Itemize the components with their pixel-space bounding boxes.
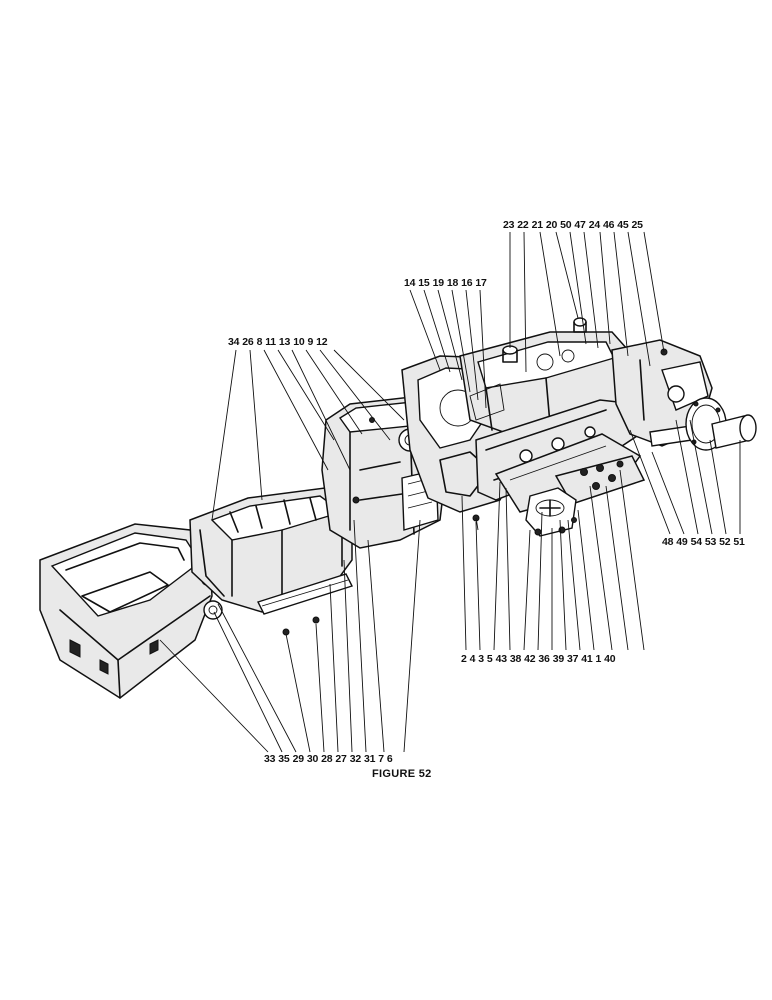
callout-label: 3 [478,653,484,665]
callout-label: 21 [531,219,543,231]
callout-label: 53 [704,536,717,548]
callout-label: 19 [432,277,444,289]
callout-label: 43 [495,653,507,665]
callout-label: 5 [486,653,493,665]
callout-label: 25 [631,219,643,231]
callout-label: 31 [363,753,376,765]
callout-label: 36 [538,653,550,665]
callout-label: 46 [602,219,615,231]
callout-label: 26 [242,336,254,348]
callout-label: 37 [566,653,579,665]
callout-label: 32 [349,753,361,765]
callout-label: 40 [604,653,616,665]
callout-label: 11 [265,336,276,348]
callout-label: 23 [503,219,515,231]
callout-label: 15 [418,277,430,289]
callout-label: 51 [733,536,745,548]
callout-label: 16 [461,277,473,289]
callout-label: 34 [228,336,240,348]
callout-label: 2 [461,653,467,665]
callout-label: 6 [386,753,393,765]
callout-label: 52 [719,536,731,548]
cover-plate [554,455,646,505]
callout-label: 10 [293,336,305,348]
callout-label: 38 [509,653,522,665]
callout-label: 1 [595,653,602,665]
callout-label: 22 [517,219,529,231]
callout-label: 18 [446,277,459,289]
callout-label: 13 [278,336,291,348]
callout-label: 8 [256,336,263,348]
pump-unit [525,487,577,537]
callout-label: 17 [475,277,487,289]
callout-label: 20 [545,219,558,231]
figure-caption: FIGURE 52 [372,768,432,780]
leader-lines [159,231,741,753]
callout-label: 42 [524,653,536,665]
callout-label: 41 [581,653,593,665]
callout-label: 12 [316,336,328,348]
callout-label: 48 [662,536,674,548]
callout-label: 35 [278,753,290,765]
callout-label: 49 [676,536,688,548]
callout-label: 50 [560,219,572,231]
callout-label: 27 [335,753,347,765]
callout-label: 24 [588,219,600,231]
callout-label: 4 [469,653,476,665]
callout-label: 30 [306,753,319,765]
axle-hub [685,397,757,451]
callout-label: 33 [264,753,276,765]
callout-label: 9 [307,336,314,348]
front-case [189,487,353,636]
callout-label: 28 [321,753,333,765]
callout-label: 54 [690,536,702,548]
callout-label: 45 [617,219,629,231]
callout-label: 7 [378,753,384,765]
callout-label: 39 [552,653,564,665]
callout-label: 14 [404,277,416,289]
callout-label: 47 [574,219,586,231]
callout-label: 29 [292,753,304,765]
gearbox-housing [321,395,447,549]
